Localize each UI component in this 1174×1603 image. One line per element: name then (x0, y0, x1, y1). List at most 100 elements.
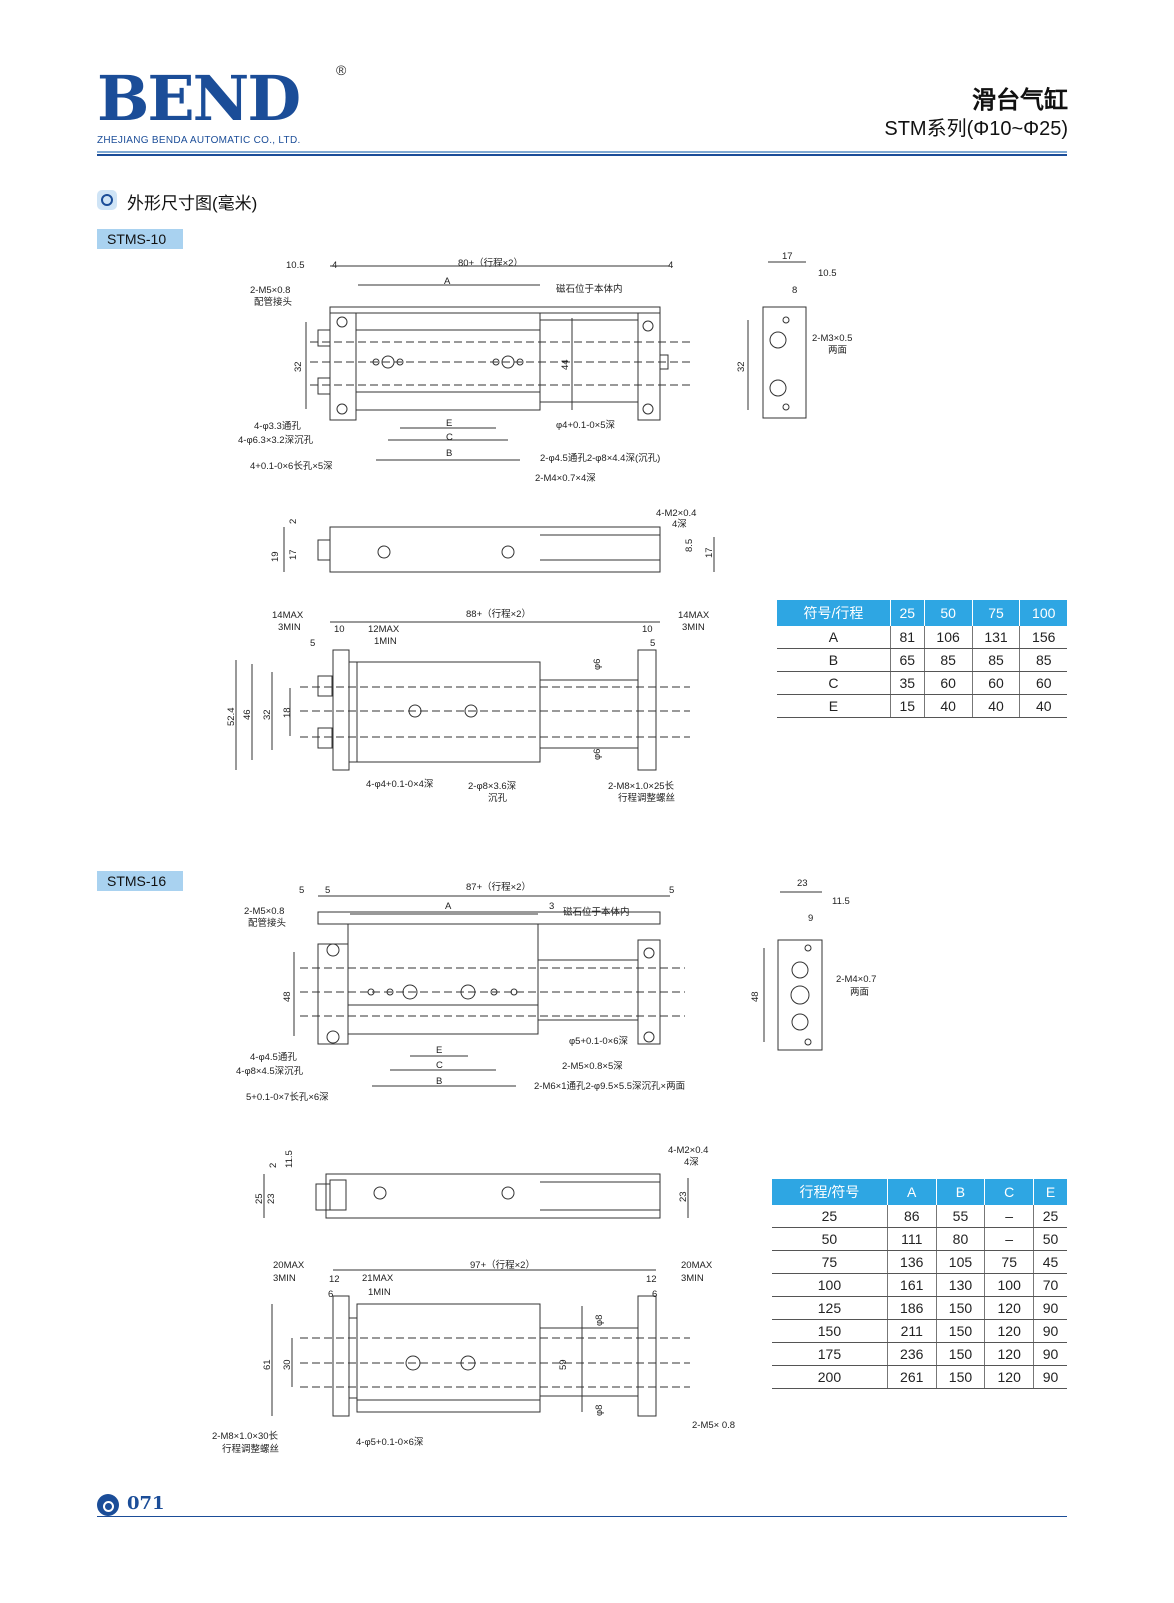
dim-label: φ6 (592, 658, 603, 670)
note-label: 4-φ6.3×3.2深沉孔 (238, 435, 314, 446)
col-header: 100 (1019, 600, 1067, 626)
dim-label: 20MAX (273, 1260, 305, 1271)
dim-label: 23 (678, 1191, 689, 1202)
note-label: 4深 (684, 1157, 699, 1168)
stms16-top-view (293, 895, 685, 1087)
table-cell: 90 (1033, 1319, 1067, 1343)
dim-label: 5 (310, 638, 316, 649)
table-cell: – (984, 1205, 1035, 1228)
table-cell: 136 (887, 1250, 937, 1274)
footer-rule (97, 1516, 1067, 1517)
note-label: 配管接头 (248, 918, 287, 929)
dim-label: 3MIN (278, 622, 301, 633)
table-cell: 60 (924, 671, 973, 695)
stms16-side-view (763, 891, 823, 1051)
dim-label: 12MAX (368, 624, 400, 635)
note-label: 两面 (828, 345, 848, 356)
dim-label: E (446, 418, 453, 429)
table-cell: 81 (890, 626, 925, 649)
dim-label: 88+（行程×2） (466, 609, 531, 620)
dim-label: φ8 (594, 1314, 605, 1326)
dim-label: 52.4 (226, 707, 237, 727)
table-cell: 100 (984, 1273, 1035, 1297)
stms10-bottom-view (235, 621, 690, 771)
header-rule (97, 151, 1067, 153)
company-name: ZHEJIANG BENDA AUTOMATIC CO., LTD. (97, 135, 301, 146)
table-cell: 120 (984, 1296, 1035, 1320)
model-tag-stms16: STMS-16 (97, 871, 183, 891)
table-cell: 200 (772, 1365, 888, 1389)
footer-logo-icon (97, 1494, 119, 1516)
stms10-top-view (305, 265, 690, 461)
dim-label: 17 (782, 251, 793, 262)
note-label: 沉孔 (488, 793, 508, 804)
dim-label: 2 (288, 518, 299, 524)
table-cell: 90 (1033, 1296, 1067, 1320)
dim-label: 12 (329, 1274, 340, 1285)
dim-label: 97+（行程×2） (470, 1260, 535, 1271)
dim-label: A (445, 901, 452, 912)
table-cell: 65 (890, 648, 925, 672)
dim-label: 2 (268, 1162, 279, 1168)
table-header-row: 符号/行程 25 50 75 100 (777, 600, 1067, 626)
dim-label: 5 (299, 885, 305, 896)
table-cell: 85 (972, 648, 1021, 672)
dim-label: φ6 (592, 748, 603, 760)
dim-label: 21MAX (362, 1273, 394, 1284)
note-label: 磁石位于本体内 (563, 907, 630, 918)
header-rule-dark (97, 154, 1067, 156)
dim-label: 44 (560, 359, 571, 370)
dim-label: 32 (736, 361, 747, 372)
section-title: 外形尺寸图(毫米) (127, 194, 258, 213)
dim-label: 4 (332, 260, 338, 271)
dim-label: 5 (650, 638, 656, 649)
dim-label: 23 (797, 878, 808, 889)
col-header: C (984, 1179, 1035, 1205)
note-label: 2-M5× 0.8 (692, 1420, 736, 1431)
table-cell: 85 (1019, 648, 1067, 672)
table-cell: 130 (936, 1273, 986, 1297)
table-cell: 186 (887, 1296, 937, 1320)
table-cell: – (984, 1227, 1035, 1251)
dim-label: 12 (646, 1274, 657, 1285)
note-label: 2-M5×0.8 (244, 906, 285, 917)
dim-label: 80+（行程×2） (458, 258, 523, 269)
dim-label: 20MAX (681, 1260, 713, 1271)
note-label: φ5+0.1-0×6深 (569, 1036, 628, 1047)
note-label: φ4+0.1-0×5深 (556, 420, 615, 431)
dim-label: C (436, 1060, 443, 1071)
table-cell: 60 (1019, 671, 1067, 695)
col-header: 50 (924, 600, 973, 626)
table-cell: 50 (772, 1227, 888, 1251)
table-cell: 50 (1033, 1227, 1067, 1251)
note-label: 5+0.1-0×7长孔×6深 (246, 1092, 329, 1103)
dim-label: 48 (282, 991, 293, 1002)
dim-label: 3MIN (273, 1273, 296, 1284)
table-cell: 150 (936, 1342, 986, 1366)
dim-label: 5 (669, 885, 675, 896)
table-cell: 105 (936, 1250, 986, 1274)
note-label: 4-φ5+0.1-0×6深 (356, 1437, 424, 1448)
dim-label: B (436, 1076, 443, 1087)
table-header-row: 行程/符号 A B C E (772, 1179, 1067, 1205)
table-cell: 150 (936, 1296, 986, 1320)
table-cell: 106 (924, 626, 973, 649)
dim-label: 8.5 (684, 538, 695, 552)
note-label: 配管接头 (254, 297, 293, 308)
note-label: 磁石位于本体内 (556, 284, 623, 295)
table-cell: 211 (887, 1319, 937, 1343)
table-cell: 236 (887, 1342, 937, 1366)
table-cell: 25 (772, 1205, 888, 1228)
table-cell: A (777, 626, 891, 649)
dim-label: 3 (549, 901, 555, 912)
dim-label: 61 (262, 1359, 273, 1370)
